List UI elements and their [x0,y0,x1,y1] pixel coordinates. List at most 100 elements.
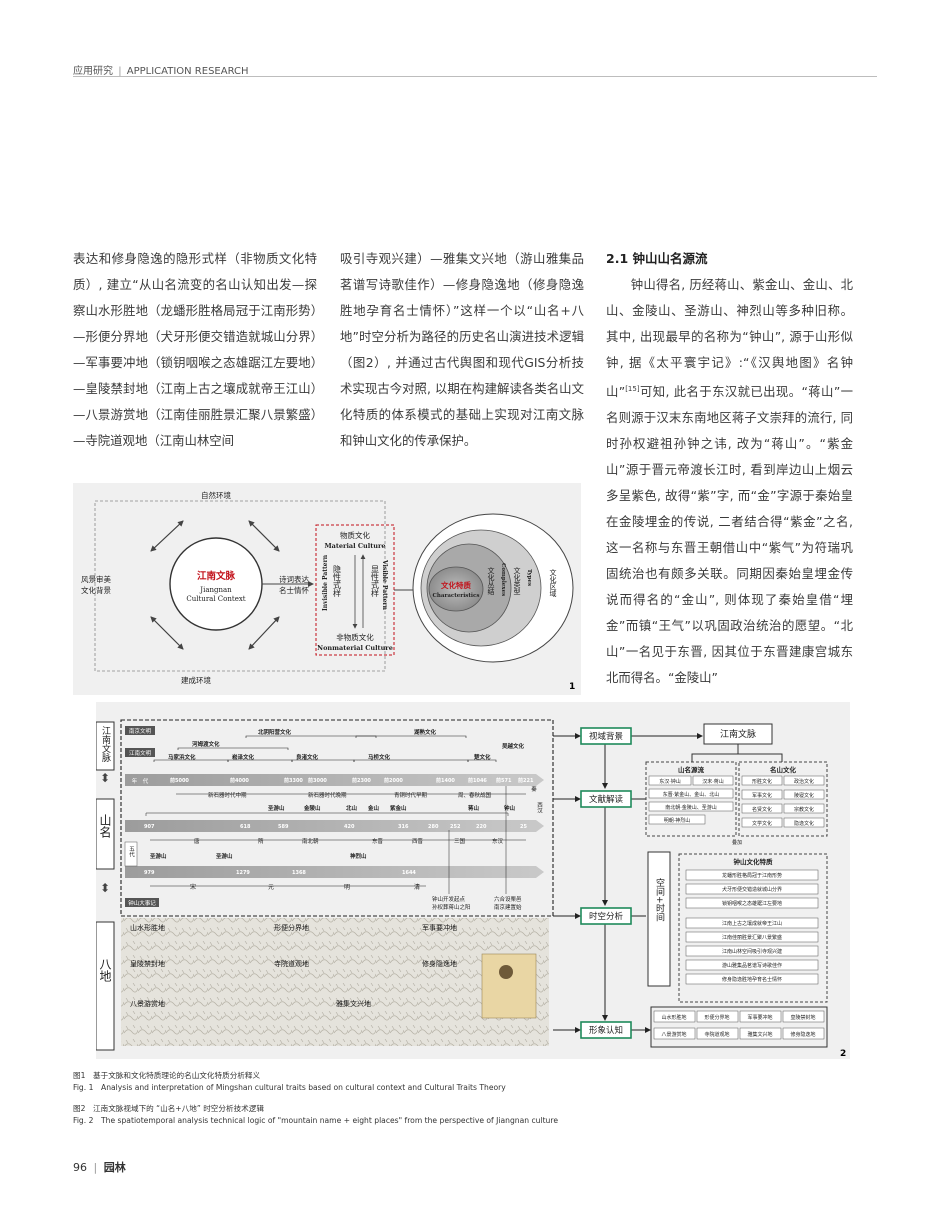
fig2-year2-9: 25 [520,824,527,830]
fig2-period-1: 新石器时代中期 [208,791,247,799]
fig2-timeline-bar-1 [125,774,544,786]
footer-sep: | [93,1161,98,1174]
fig2-name2-1: 圣游山 [150,852,167,860]
fig2-year-10: 前221 [518,777,534,784]
fig2-final-2: 形便分界地 [704,1014,729,1021]
fig2-period-4: 周、春秋战国 [458,791,492,799]
fig2-year3-4: 1644 [402,870,416,876]
fig2-cult-5: 名贤文化 [752,806,772,813]
fig2-culture-title: 名山文化 [770,765,797,774]
fig2-cult-box-1 [741,775,783,786]
fig1-core-cn: 文化特质 [441,580,471,590]
fig2-name1-5: 紫金山 [390,804,407,812]
fig2-final-6: 寺院道观地 [704,1031,729,1038]
fig2-culture-2: 湖熟文化 [414,728,437,736]
fig1-center-en2: Cultural Context [186,595,245,603]
figure-2-diagram: 江南文脉 ⬍ 山名 ⬍ 八地 南京文明 江南文明 年 代 五代 钟山大事记 北阴… [95,719,846,1059]
fig2-year-4: 前3000 [308,777,327,784]
fig2-trait-box-3 [685,897,819,909]
fig2-flow-box-3 [580,907,632,925]
fig2-source-5: 明朝·神烈山 [664,817,691,824]
fig2-dyn1-6: 三国 [454,838,466,845]
fig2-cult-3: 军事文化 [752,792,772,799]
fig1-invisible-en: Invisible Pattern [322,554,329,611]
fig2-left-label-1: 江南文脉 [100,726,111,762]
page-number: 96 [73,1161,87,1174]
fig2-year2-6: 280 [428,824,439,830]
fig2-trait-6: 江南山林空间吸引寺观兴建 [722,948,782,955]
fig2-name1-1: 圣游山 [268,804,285,812]
fig1-center-cn: 江南文脉 [197,570,236,582]
fig2-name1-7: 钟山 [504,804,516,812]
fig2-final-box-4 [782,1010,825,1023]
fig2-dyn2-4: 清 [414,883,420,891]
fig2-culture-4: 吴越文化 [502,742,525,750]
fig2-name2-2: 圣游山 [216,852,233,860]
fig2-year-1: 前5000 [170,777,189,784]
fig2-trait-box-2 [685,883,819,895]
col3-paragraph: 钟山得名, 历经蒋山、紫金山、金山、北山、金陵山、圣游山、神烈山等多种旧称。其中… [606,272,853,691]
caption-fig2-cn: 图2 江南文脉视域下的 “山名+八地” 时空分析技术逻辑 [73,1104,264,1113]
fig2-cult-box-2 [783,775,825,786]
fig2-final-box-7 [739,1027,782,1040]
fig2-year2-1: 907 [144,824,155,830]
fig2-left-label-2: 山名 [98,814,112,838]
fig2-period-6: 西汉 [536,802,543,815]
fig2-trait-box-1 [685,869,819,881]
fig2-traits-frame [678,853,828,1003]
fig2-culture-9: 楚文化 [473,753,491,761]
figure-2: 江南文脉 ⬍ 山名 ⬍ 八地 南京文明 江南文明 年 代 五代 钟山大事记 北阴… [95,702,850,1059]
header-rule [73,76,877,77]
fig2-row-label-bg-4 [124,841,138,867]
fig2-year-8: 前1046 [468,777,487,784]
fig2-place-5: 寺院道观地 [274,959,309,968]
fig2-row-label-2: 江南文明 [129,749,152,757]
fig1-visible-en: Visible Pattern [381,559,388,611]
fig2-source-2: 汉末·蒋山 [702,778,724,785]
fig2-map-images [121,918,549,1046]
fig2-year2-8: 220 [476,824,487,830]
fig2-event-2b: 南京建置始 [494,903,522,911]
fig2-cult-6: 宗教文化 [794,806,814,813]
fig2-timeline-frame [120,719,554,917]
fig2-period-5: 秦 [530,785,537,793]
fig2-place-1: 山水形胜地 [130,923,165,932]
fig1-material-cn: 物质文化 [340,530,370,540]
fig2-place-2: 形便分界地 [274,923,309,932]
fig2-row-label-5: 钟山大事记 [128,899,156,907]
fig2-year3-3: 1368 [292,870,306,876]
fig2-left-label-3: 八地 [98,958,112,982]
fig2-culture-bracket-7 [353,759,469,762]
fig2-final-3: 军事要冲地 [747,1014,772,1021]
fig2-year-9: 前571 [496,777,512,784]
text-column-3: 2.1 钟山山名源流 钟山得名, 历经蒋山、紫金山、金山、北山、金陵山、圣游山、… [606,246,853,691]
fig1-left-label-a: 风景审美 [81,574,111,584]
fig1-region-cn: 文化区域 [549,568,557,597]
fig2-culture-5: 马家浜文化 [168,753,196,761]
fig2-updown-icon-2: ⬍ [100,881,110,895]
fig2-name1-4: 金山 [367,804,380,812]
figure-1: 自然环境 建成环境 风景审美 文化背景 诗词表达 名士情怀 江南文脉 Jiang… [73,483,581,695]
fig2-row-label-bg-1 [125,726,155,735]
fig2-trait-4: 江南上古之壤成就帝王江山 [722,920,782,927]
fig2-culture-frame [738,761,828,837]
fig2-source-box-2 [692,775,734,786]
fig1-arrow-nw [248,520,280,552]
fig2-year3-2: 1279 [236,870,250,876]
fig2-year2-4: 420 [344,824,355,830]
fig1-ring-core [428,566,484,612]
fig1-top-label: 自然环境 [201,490,231,500]
fig2-source-box-4 [648,801,734,812]
fig2-cult-7: 文学文化 [752,820,772,827]
fig2-final-8: 修身隐逸地 [790,1031,815,1038]
fig2-flow-4: 形象认知 [589,1025,623,1036]
fig2-culture-bracket-6 [291,759,355,762]
fig2-dyn2-1: 宋 [190,883,196,891]
fig1-material-en: Material Culture [324,542,385,550]
fig2-final-box-6 [696,1027,739,1040]
fig2-name1-2: 金陵山 [303,804,321,812]
fig2-dyn1-4: 东晋 [372,837,384,845]
fig2-dyn1-7: 东汉 [492,837,504,845]
fig2-trait-3: 锁钥咽喉之态雄踞江左要地 [722,900,782,907]
fig2-cult-box-5 [741,803,783,814]
